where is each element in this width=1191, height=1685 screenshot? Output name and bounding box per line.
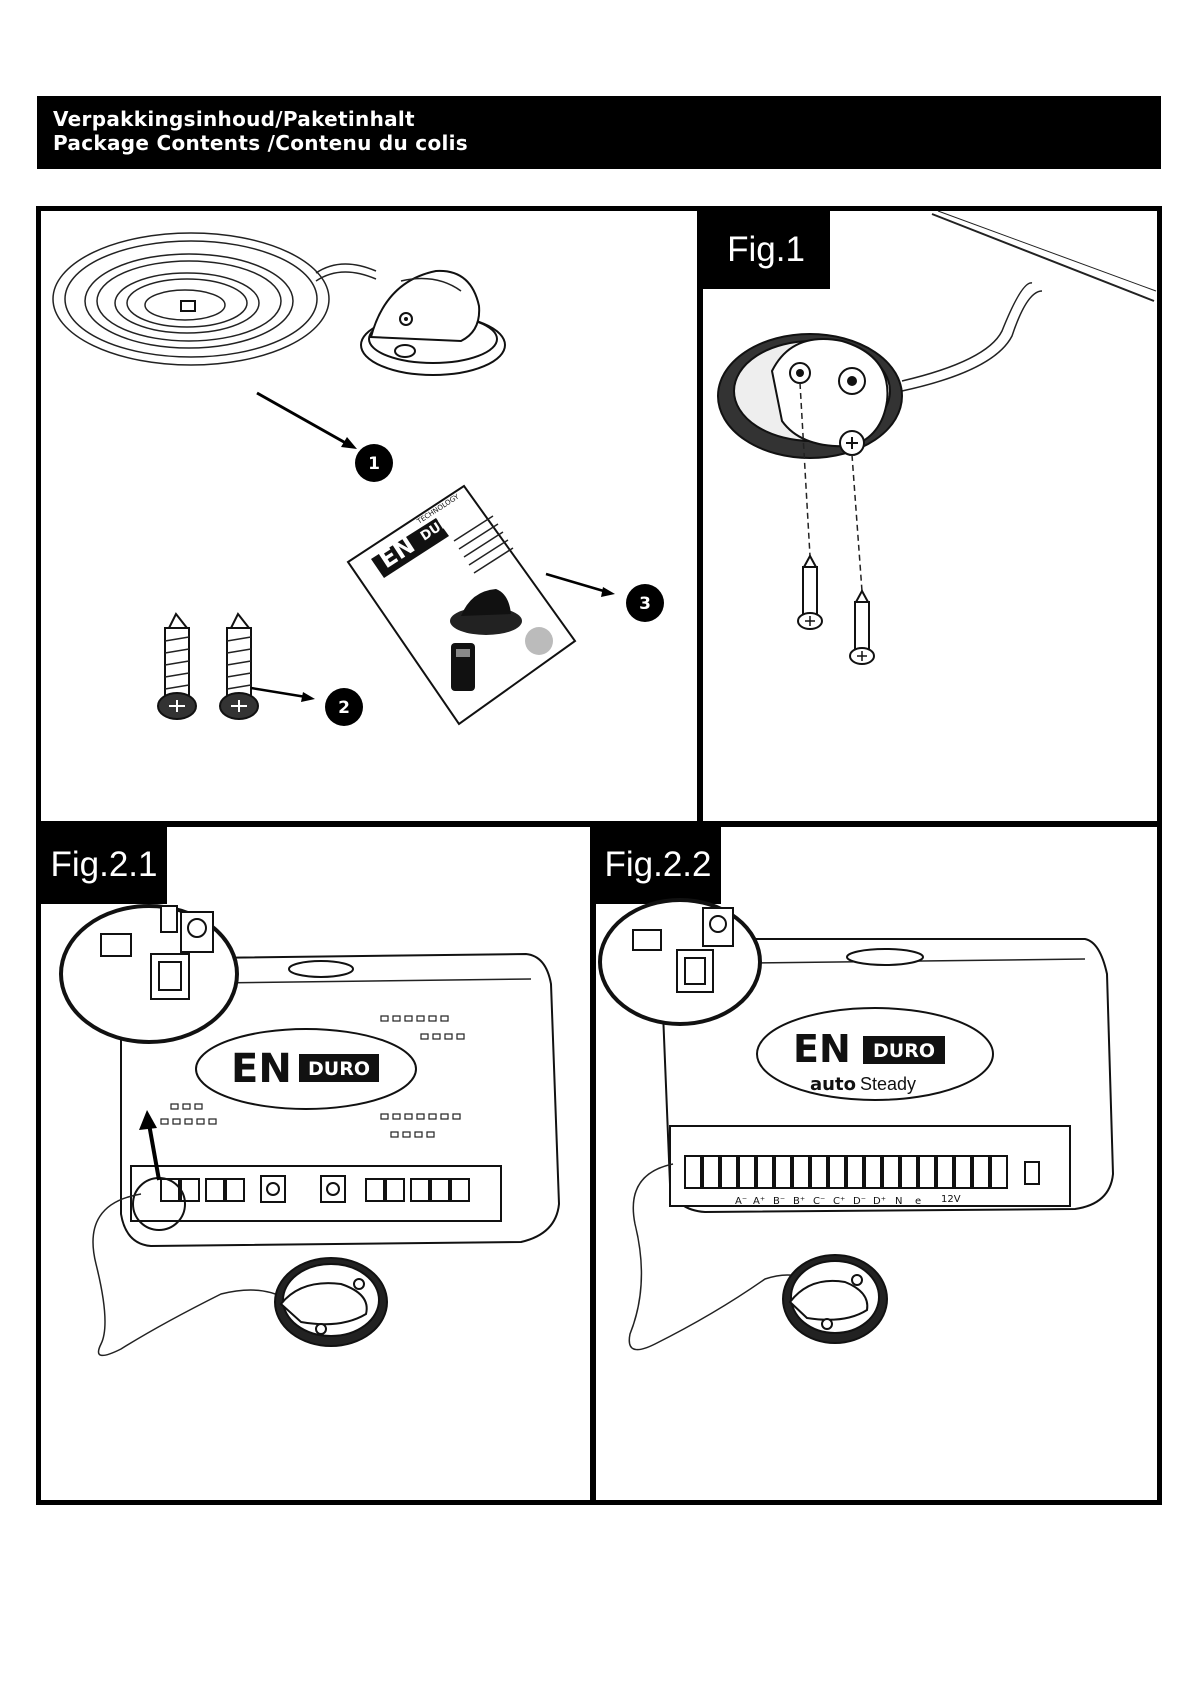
svg-text:e: e [915,1196,921,1207]
zoom-detail-circle [600,900,760,1024]
svg-text:C⁺: C⁺ [833,1196,845,1207]
svg-text:D⁺: D⁺ [873,1196,886,1207]
svg-text:DURO: DURO [308,1058,370,1080]
page-header: Verpakkingsinhoud/Paketinhalt Package Co… [37,96,1161,169]
svg-text:EN: EN [231,1046,292,1092]
zoom-detail-circle [61,906,237,1042]
fig21-label: Fig.2.1 [41,826,167,904]
package-contents-illustration: 1 EN DURO TECHNOLOGY 3 [41,211,697,821]
header-title-en-fr: Package Contents /Contenu du colis [53,131,468,155]
svg-text:2: 2 [338,698,350,718]
item-badge-2: 2 [325,688,363,726]
screw-fig1-right [850,591,874,664]
svg-text:EN: EN [793,1027,851,1071]
svg-text:DURO: DURO [873,1040,935,1062]
svg-text:1: 1 [368,454,380,474]
svg-text:A⁻: A⁻ [735,1196,747,1207]
item-badge-3: 3 [626,584,664,622]
svg-text:B⁻: B⁻ [773,1196,785,1207]
sensor-fig22-icon [783,1255,887,1343]
svg-text:A⁺: A⁺ [753,1196,765,1207]
autosteady-label-b: Steady [860,1074,916,1094]
fig21-control-box-illustration: EN DURO [41,904,590,1500]
svg-text:3: 3 [639,594,651,614]
fig22-control-box-illustration: EN DURO auto Steady A⁻ A⁺ B⁻ B⁺ C⁻ C⁺ D⁻… [595,904,1157,1500]
screw-fig1-left [798,556,822,629]
autosteady-label: auto [810,1074,856,1095]
svg-text:C⁻: C⁻ [813,1196,825,1207]
manual-booklet-icon: EN DURO TECHNOLOGY [348,486,575,724]
svg-text:D⁻: D⁻ [853,1196,866,1207]
sensor-mounted-icon [718,334,902,458]
sensor-with-cable-icon [53,233,505,375]
sensor-fig21-icon [275,1258,387,1346]
fig22-label: Fig.2.2 [595,826,721,904]
svg-text:12V: 12V [941,1194,961,1205]
svg-text:B⁺: B⁺ [793,1196,805,1207]
item-badge-1: 1 [355,444,393,482]
screws-icon [158,614,258,719]
svg-text:N: N [895,1196,902,1207]
header-title-nl-de: Verpakkingsinhoud/Paketinhalt [53,107,415,131]
fig1-mounting-illustration [702,211,1157,821]
